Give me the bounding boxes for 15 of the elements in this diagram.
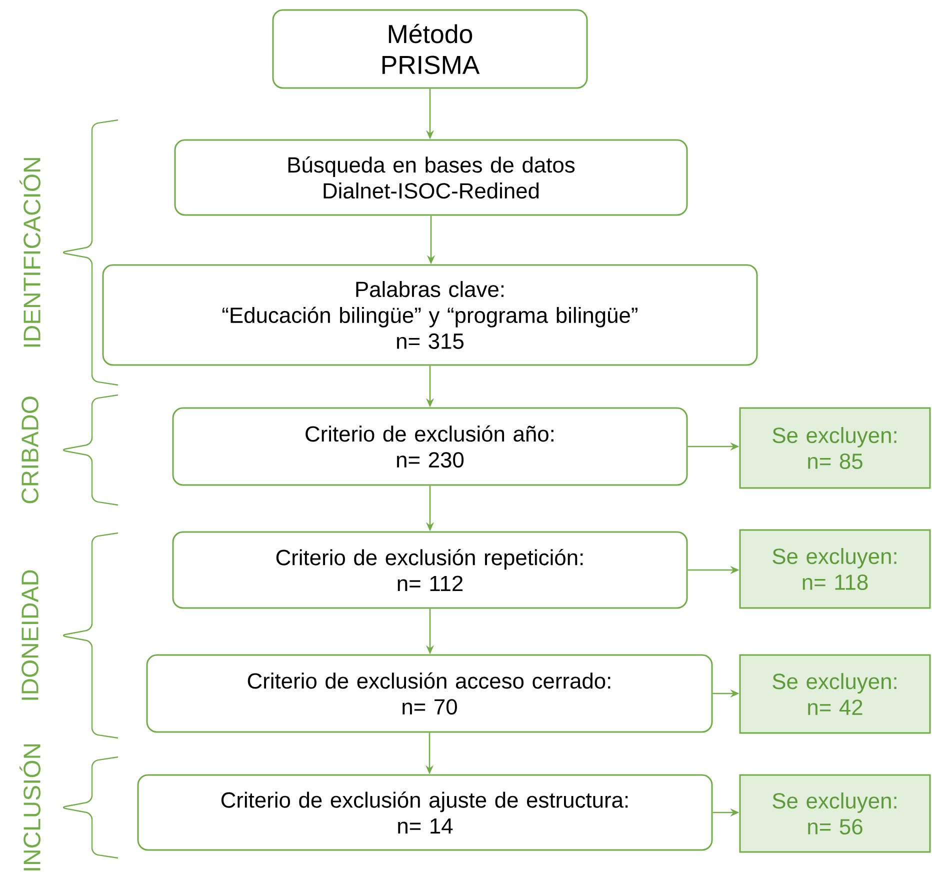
phase-label: INCLUSIÓN — [20, 744, 40, 870]
phase-label: IDONEIDAD — [22, 570, 38, 700]
exclusion-box: Se excluyen: n= 118 — [739, 529, 931, 609]
process-box: Método PRISMA — [272, 9, 588, 89]
exclusion-box: Se excluyen: n= 85 — [739, 407, 931, 489]
phase-label: CRIBADO — [22, 396, 38, 504]
phase-label: IDENTIFICACIÓN — [20, 158, 40, 347]
process-box: Búsqueda en bases de datos Dialnet-ISOC-Redined — [174, 139, 688, 216]
process-box: Criterio de exclusión ajuste de estructura: n= 14 — [137, 774, 713, 851]
process-box: Criterio de exclusión acceso cerrado: n= 70 — [146, 654, 713, 733]
exclusion-box: Se excluyen: n= 42 — [739, 654, 931, 734]
process-box: Palabras clave: “Educación bilingüe” y “programa bilingüe” n= 315 — [102, 264, 758, 366]
exclusion-box: Se excluyen: n= 56 — [739, 774, 931, 853]
process-box: Criterio de exclusión año: n= 230 — [172, 407, 688, 486]
process-box: Criterio de exclusión repetición: n= 112 — [172, 531, 688, 609]
